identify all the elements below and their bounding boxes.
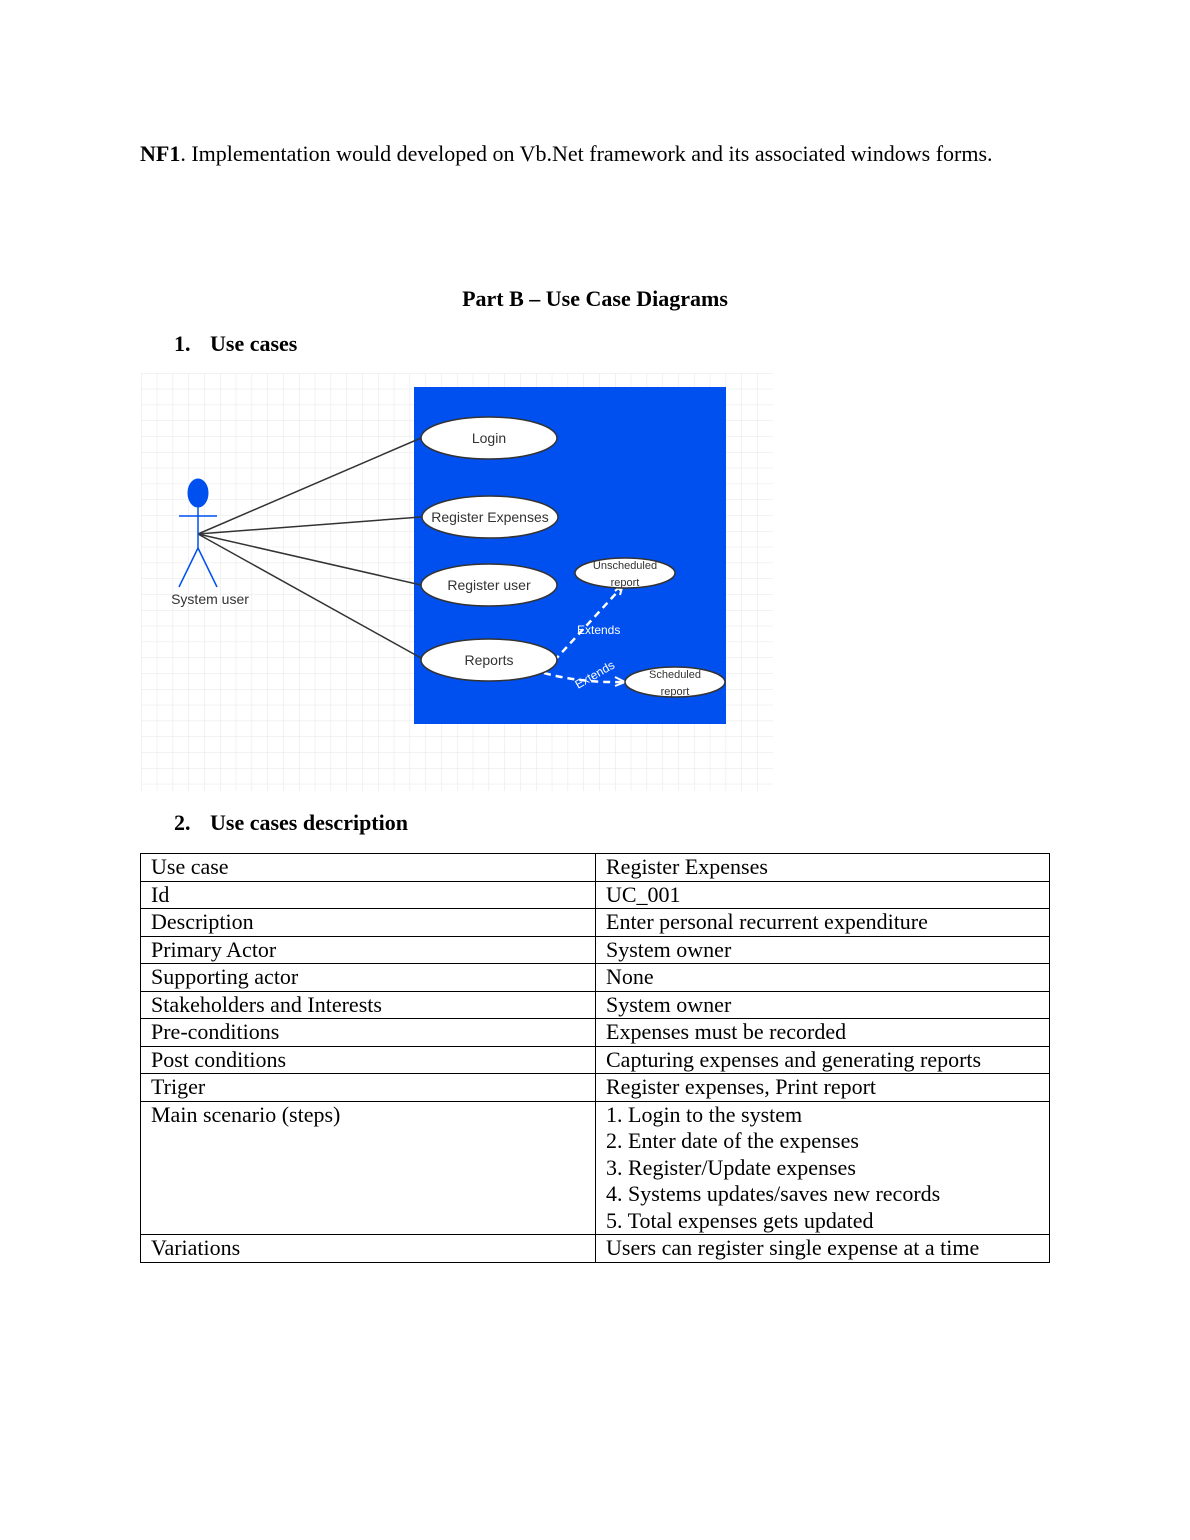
section-title: Use cases — [210, 331, 298, 356]
extend-arrow-scheduled — [543, 671, 624, 684]
association-lines — [197, 437, 422, 659]
use-case-description-table: Use case Register Expenses Id UC_001 Des… — [140, 853, 1050, 1263]
row-label: Pre-conditions — [140, 1018, 596, 1047]
row-value: Users can register single expense at a t… — [595, 1234, 1050, 1263]
row-label: Main scenario (steps) — [140, 1100, 596, 1235]
row-label: Id — [140, 880, 596, 909]
association-line-reports — [197, 533, 422, 659]
extend-arrow-unscheduled — [553, 587, 622, 662]
use-case-diagram: System user Extends Extends Login Regist… — [141, 373, 773, 791]
row-label: Use case — [140, 853, 596, 882]
use-case-scheduled-report: Scheduled report — [624, 666, 726, 698]
row-value: None — [595, 963, 1050, 992]
part-title: Part B – Use Case Diagrams — [462, 286, 728, 311]
table-row: Stakeholders and Interests System owner — [140, 990, 1050, 1019]
row-value: System owner — [595, 935, 1050, 964]
extends-label-unscheduled: Extends — [577, 623, 620, 637]
main-scenario-steps: 1. Login to the system 2. Enter date of … — [595, 1100, 1050, 1235]
scenario-step: 4. Systems updates/saves new records — [606, 1181, 941, 1206]
section-number: 2. — [174, 810, 191, 835]
section-title: Use cases description — [210, 810, 408, 835]
row-label: Variations — [140, 1234, 596, 1263]
actor-icon — [178, 478, 218, 588]
use-case-label-login: Login — [472, 430, 506, 446]
use-case-unscheduled-report: Unscheduled report — [574, 557, 676, 589]
scenario-step: 5. Total expenses gets updated — [606, 1207, 874, 1233]
section-heading-use-cases: 1. Use cases — [174, 330, 297, 358]
table-row: Id UC_001 — [140, 880, 1050, 909]
table-row: Triger Register expenses, Print report — [140, 1073, 1050, 1102]
use-case-register-user: Register user — [420, 563, 558, 607]
row-value: UC_001 — [595, 880, 1050, 909]
scenario-step: 2. Enter date of the expenses — [606, 1128, 859, 1153]
association-line-register-expenses — [197, 516, 422, 535]
section-heading-use-cases-description: 2. Use cases description — [174, 809, 408, 837]
use-case-label-unscheduled-1: Unscheduled — [593, 560, 657, 572]
use-case-label-register-user: Register user — [447, 577, 531, 593]
table-row: Supporting actor None — [140, 963, 1050, 992]
table-row: Description Enter personal recurrent exp… — [140, 908, 1050, 937]
row-value: Capturing expenses and generating report… — [595, 1045, 1050, 1074]
use-case-label-scheduled-1: Scheduled — [649, 669, 701, 681]
use-case-diagram-svg: System user Extends Extends Login Regist… — [141, 373, 773, 791]
table-row-main-scenario: Main scenario (steps) 1. Login to the sy… — [140, 1100, 1050, 1235]
row-value: Enter personal recurrent expenditure — [595, 908, 1050, 937]
row-value: Register Expenses — [595, 853, 1050, 882]
row-label: Triger — [140, 1073, 596, 1102]
row-label: Stakeholders and Interests — [140, 990, 596, 1019]
row-label: Supporting actor — [140, 963, 596, 992]
table-row: Use case Register Expenses — [140, 853, 1050, 882]
table-row-variations: Variations Users can register single exp… — [140, 1234, 1050, 1263]
nf1-label: NF1 — [140, 141, 181, 166]
nf1-paragraph: NF1. Implementation would developed on V… — [140, 140, 993, 168]
section-number: 1. — [174, 331, 191, 356]
use-case-label-unscheduled-2: report — [611, 577, 640, 589]
row-label: Post conditions — [140, 1045, 596, 1074]
row-value: Expenses must be recorded — [595, 1018, 1050, 1047]
use-case-label-register-expenses: Register Expenses — [431, 509, 549, 525]
association-line-register-user — [197, 533, 422, 586]
table-row: Pre-conditions Expenses must be recorded — [140, 1018, 1050, 1047]
row-label: Primary Actor — [140, 935, 596, 964]
scenario-step: 1. Login to the system — [606, 1101, 803, 1127]
use-case-reports: Reports — [420, 638, 558, 682]
row-label: Description — [140, 908, 596, 937]
table-row: Post conditions Capturing expenses and g… — [140, 1045, 1050, 1074]
nf1-text: . Implementation would developed on Vb.N… — [180, 141, 993, 166]
table-row: Primary Actor System owner — [140, 935, 1050, 964]
scenario-step: 3. Register/Update expenses — [606, 1154, 856, 1180]
use-case-register-expenses: Register Expenses — [421, 495, 559, 539]
row-value: Register expenses, Print report — [595, 1073, 1050, 1102]
association-line-login — [197, 437, 422, 535]
use-case-label-reports: Reports — [464, 652, 513, 668]
use-case-login: Login — [420, 416, 558, 460]
actor-label: System user — [171, 591, 249, 607]
use-case-label-scheduled-2: report — [661, 686, 690, 698]
row-value: System owner — [595, 990, 1050, 1019]
